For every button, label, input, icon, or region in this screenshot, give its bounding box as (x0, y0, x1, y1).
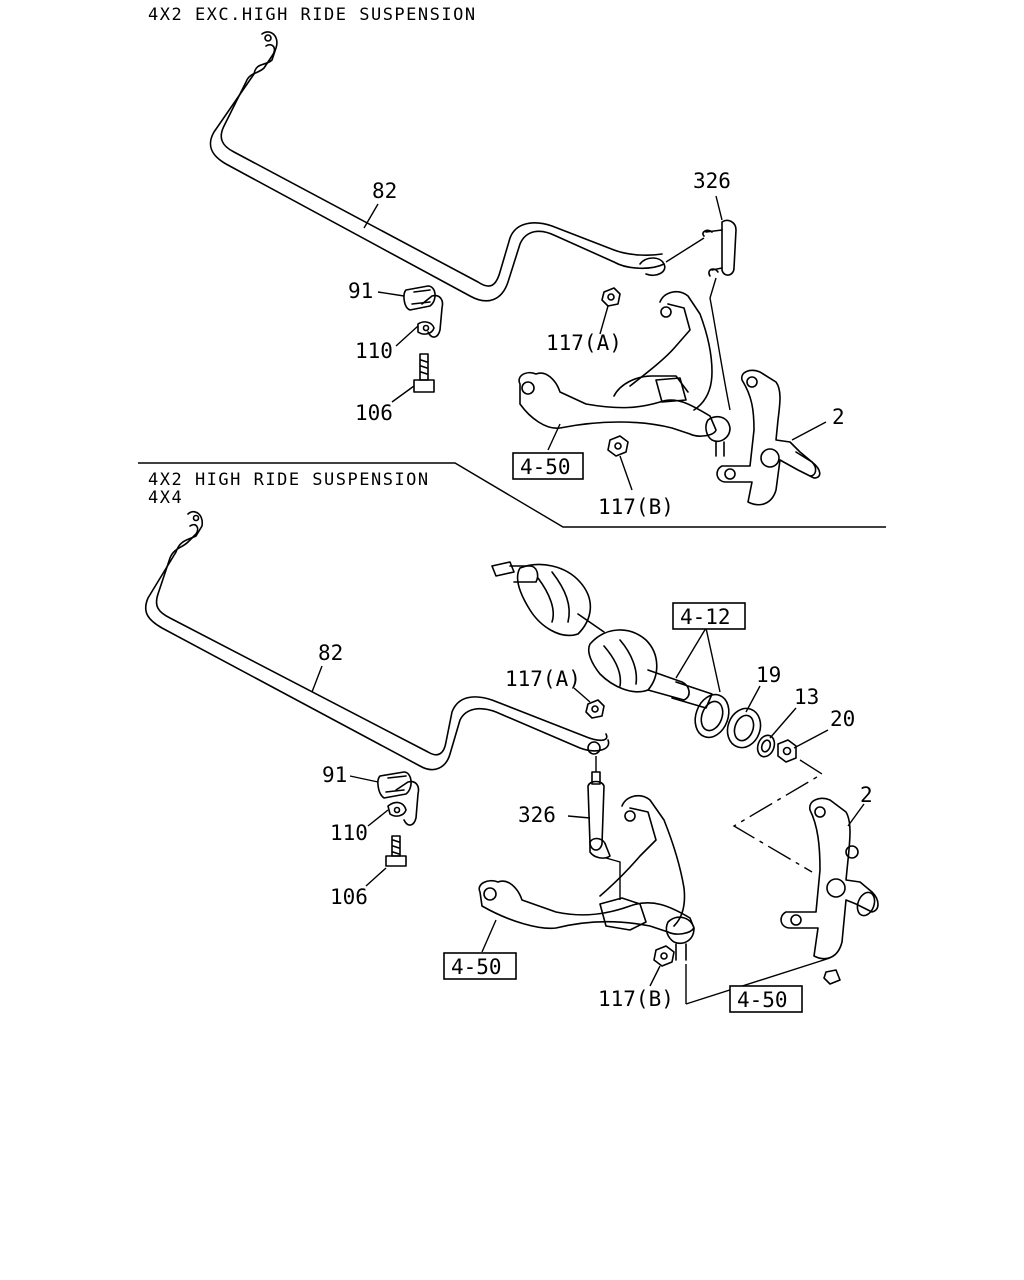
bottom-lower-arm (478, 794, 695, 961)
leader-top-110 (395, 325, 419, 347)
label-bottom-4-12: 4-12 (680, 605, 731, 629)
bottom-stabilizer-link (587, 756, 611, 859)
assembly-line-hub (732, 759, 824, 873)
ref-box-top-4-50 (512, 452, 584, 480)
leader-top-91 (377, 291, 405, 297)
leader-bottom-91 (349, 775, 379, 783)
top-lower-arm (518, 277, 731, 457)
bottom-section: 82 117(A) 4-12 19 13 20 2 91 326 110 106… (144, 510, 879, 1013)
leader-bottom-20 (793, 729, 829, 749)
top-stabilizer-link (665, 219, 737, 277)
leader-top-117a (599, 305, 609, 335)
assembly-line-knuckle (685, 957, 831, 1005)
bottom-steering-knuckle (780, 797, 879, 985)
label-top-2: 2 (832, 405, 845, 429)
top-nut-a (601, 287, 621, 307)
ref-box-bottom-4-12 (672, 602, 746, 630)
label-bottom-110: 110 (330, 821, 368, 845)
header-top: 4X2 EXC.HIGH RIDE SUSPENSION (148, 5, 477, 25)
top-section: 82 326 91 117(A) 110 106 2 4-50 117(B) (209, 31, 845, 519)
header-bottom-line1: 4X2 HIGH RIDE SUSPENSION (148, 470, 430, 490)
leader-bottom-4-50 (481, 919, 497, 953)
leader-bottom-326 (567, 815, 591, 819)
label-top-117b: 117(B) (598, 495, 674, 519)
label-bottom-82: 82 (318, 641, 343, 665)
bottom-stabilizer-bar (144, 510, 610, 771)
section-divider (138, 462, 886, 528)
label-bottom-19: 19 (756, 663, 781, 687)
bottom-drive-shaft (491, 561, 730, 739)
label-top-106: 106 (355, 401, 393, 425)
top-nut-b (607, 435, 629, 457)
label-bottom-117b: 117(B) (598, 987, 674, 1011)
label-bottom-knuckle-4-50: 4-50 (737, 988, 788, 1012)
leader-bottom-106 (365, 867, 387, 887)
label-bottom-4-50: 4-50 (451, 955, 502, 979)
leader-top-106 (391, 385, 415, 403)
label-top-117a: 117(A) (546, 331, 622, 355)
label-bottom-13: 13 (794, 685, 819, 709)
label-bottom-2: 2 (860, 783, 873, 807)
label-bottom-117a: 117(A) (505, 667, 581, 691)
label-bottom-106: 106 (330, 885, 368, 909)
ref-box-bottom-knuckle-4-50 (729, 985, 803, 1013)
leader-bottom-19 (745, 685, 761, 713)
label-top-91: 91 (348, 279, 373, 303)
leader-bottom-13 (769, 707, 797, 739)
top-steering-knuckle (716, 369, 821, 506)
leader-bottom-117a (573, 687, 591, 703)
label-bottom-20: 20 (830, 707, 855, 731)
leader-bottom-2 (847, 803, 865, 827)
label-bottom-91: 91 (322, 763, 347, 787)
top-stabilizer-bar (209, 31, 666, 302)
label-top-110: 110 (355, 339, 393, 363)
bottom-hub-parts (726, 707, 797, 763)
label-top-82: 82 (372, 179, 397, 203)
bottom-nut-a (585, 699, 605, 719)
leader-top-326 (715, 195, 723, 221)
leader-bottom-110 (367, 809, 389, 827)
label-bottom-326: 326 (518, 803, 556, 827)
top-bushing-bracket (403, 285, 444, 393)
header-bottom-line2: 4X4 (148, 488, 183, 508)
leader-bottom-82 (311, 665, 323, 693)
leader-top-2 (791, 421, 827, 441)
label-top-4-50: 4-50 (520, 455, 571, 479)
leader-bottom-4-12 (675, 627, 721, 693)
leader-bottom-117b (649, 965, 661, 987)
leader-top-4-50 (547, 423, 561, 451)
leader-top-82 (363, 203, 379, 229)
label-top-326: 326 (693, 169, 731, 193)
bottom-bushing-bracket (377, 771, 420, 867)
ref-box-bottom-4-50 (443, 952, 517, 980)
leader-top-117b (619, 455, 633, 491)
bottom-nut-b (653, 945, 675, 967)
